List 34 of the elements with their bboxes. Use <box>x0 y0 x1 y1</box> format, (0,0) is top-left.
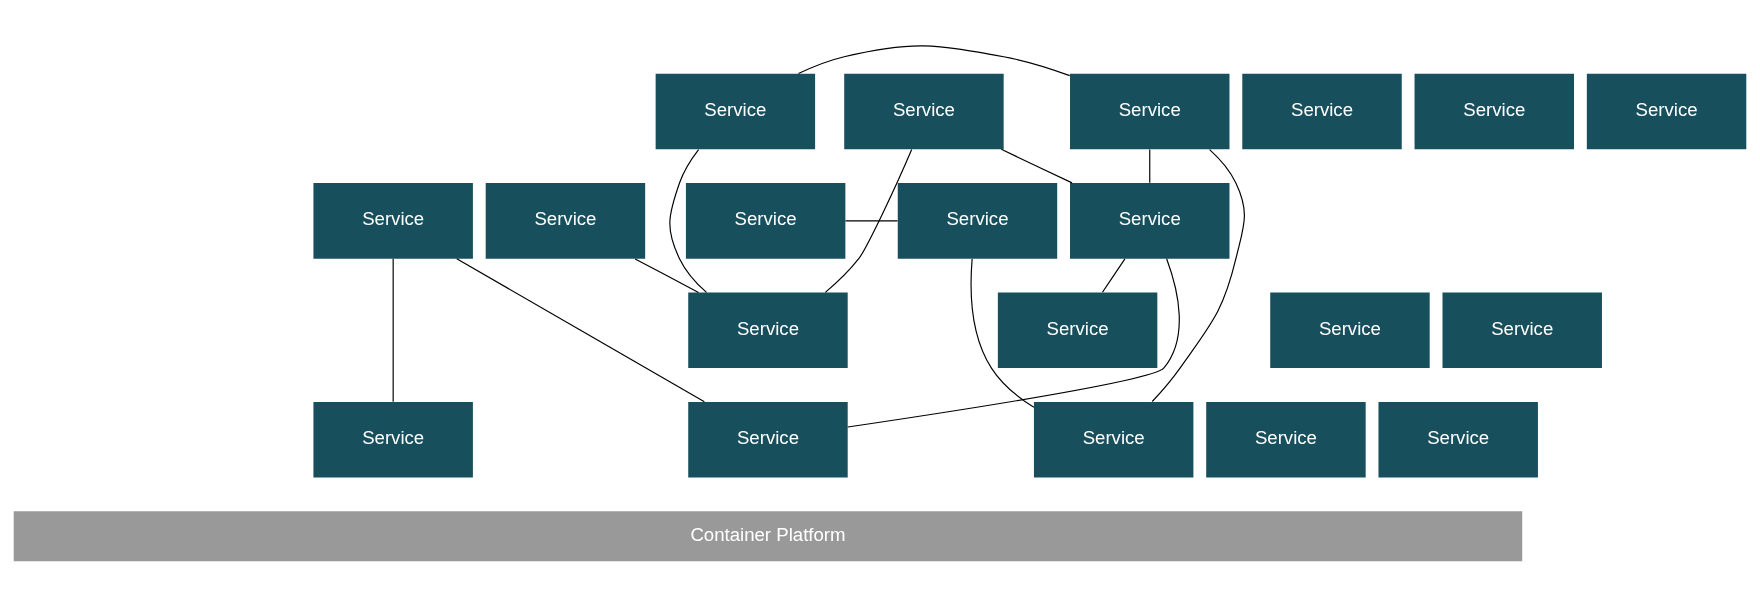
node-box: Container Platform <box>13 511 1523 562</box>
node-box: Service <box>688 292 848 369</box>
connector <box>1000 148 1073 184</box>
node-box: Service <box>1206 401 1366 478</box>
node-box: Service <box>1270 292 1430 369</box>
node-box: Service <box>688 401 848 478</box>
connector <box>669 149 708 293</box>
node-box: Service <box>897 183 1058 259</box>
connector <box>456 258 705 403</box>
connector <box>824 149 913 293</box>
node-box: Service <box>1378 401 1538 478</box>
connector <box>1101 258 1126 293</box>
node-box: Service <box>844 73 1004 150</box>
node-box: Service <box>1242 73 1402 150</box>
node-box: Service <box>1586 73 1747 150</box>
node-box: Service <box>997 292 1158 369</box>
node-box: Service <box>485 183 646 259</box>
node-box: Service <box>1070 183 1230 259</box>
node-box: Service <box>655 73 816 150</box>
node-box: Service <box>1442 292 1602 369</box>
node-box: Service <box>685 183 846 259</box>
node-box: Service <box>1033 401 1194 478</box>
connector <box>634 258 700 293</box>
connector <box>970 258 1035 408</box>
node-box: Service <box>313 401 473 478</box>
node-box: Service <box>313 183 473 259</box>
connector <box>797 45 1071 77</box>
connector <box>1151 149 1245 403</box>
connector <box>392 258 394 403</box>
node-box: Service <box>1414 73 1574 150</box>
node-box: Service <box>1070 73 1230 150</box>
connector <box>844 220 899 222</box>
connector <box>847 258 1180 428</box>
connector <box>1149 148 1151 184</box>
